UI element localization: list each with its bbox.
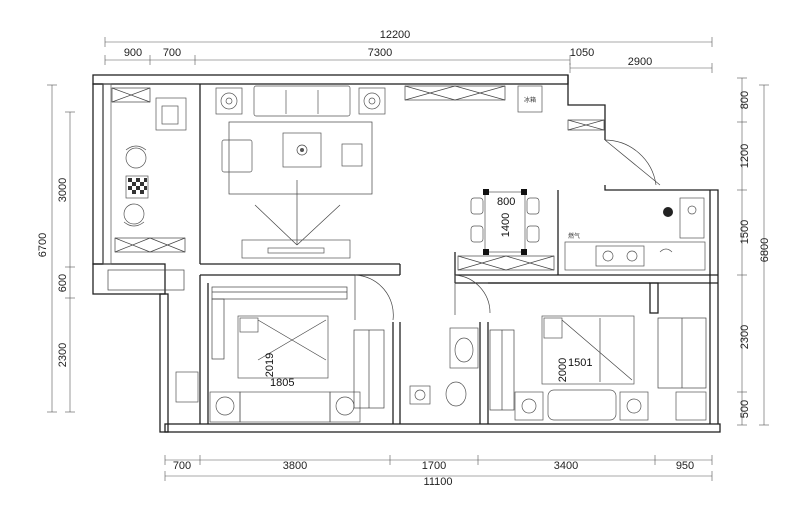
coffee-table bbox=[282, 132, 322, 168]
flower-icon bbox=[296, 144, 308, 156]
study-room bbox=[102, 83, 187, 265]
left-dimensions: 6700 3000 600 2300 bbox=[37, 84, 75, 413]
outer-walls bbox=[92, 74, 721, 433]
chess-board-icon bbox=[128, 178, 147, 194]
sink bbox=[679, 197, 705, 239]
toilet bbox=[445, 381, 467, 407]
dim-right-2: 1500 bbox=[739, 220, 751, 244]
right-dimensions: 800 1200 1500 2300 500 6800 bbox=[737, 77, 771, 426]
dim-bottom-1: 3800 bbox=[283, 460, 307, 472]
dim-right-4: 500 bbox=[739, 400, 751, 418]
dim-right-0: 800 bbox=[739, 91, 751, 109]
gas-stove bbox=[595, 245, 645, 267]
dim-top-0: 900 bbox=[124, 47, 142, 59]
bottom-dimensions: 700 3800 1700 3400 950 11100 bbox=[164, 455, 713, 488]
dining-length-label: 1400 bbox=[500, 213, 512, 237]
second-bed-width-label: 1501 bbox=[568, 357, 592, 369]
dining-area: 800 1400 bbox=[470, 189, 540, 255]
master-bedroom: 2019 1805 bbox=[175, 274, 394, 423]
second-bed-length-label: 2000 bbox=[557, 358, 569, 382]
dim-left-1: 600 bbox=[57, 274, 69, 292]
bathroom bbox=[409, 274, 491, 407]
second-bed bbox=[541, 315, 635, 385]
dim-bottom-total: 11100 bbox=[424, 476, 453, 488]
rug bbox=[228, 121, 373, 195]
dim-right-outer: 6800 bbox=[759, 238, 771, 262]
fridge-label: 冰箱 bbox=[524, 96, 536, 104]
bath-basin bbox=[449, 327, 479, 369]
kitchen: 燃气 bbox=[564, 197, 706, 271]
master-bed bbox=[237, 315, 329, 379]
dim-left-0: 3000 bbox=[57, 178, 69, 202]
dim-left-2: 2300 bbox=[57, 343, 69, 367]
dining-width-label: 800 bbox=[497, 196, 515, 208]
dim-top-3: 1050 bbox=[570, 47, 594, 59]
dim-left-outer: 6700 bbox=[37, 233, 49, 257]
dim-bottom-4: 950 bbox=[676, 460, 694, 472]
dim-bottom-0: 700 bbox=[173, 460, 191, 472]
dim-right-1: 1200 bbox=[739, 144, 751, 168]
gas-label: 燃气 bbox=[568, 232, 580, 240]
dim-top-total: 12200 bbox=[380, 29, 411, 41]
sofa bbox=[253, 85, 351, 117]
second-bedroom: 2000 1501 bbox=[489, 315, 707, 421]
dim-top-extra: 2900 bbox=[628, 56, 652, 68]
top-dimensions: 12200 900 700 7300 1050 2900 bbox=[104, 29, 713, 73]
dim-right-3: 2300 bbox=[739, 325, 751, 349]
master-bed-width-label: 1805 bbox=[270, 377, 294, 389]
dim-top-1: 700 bbox=[163, 47, 181, 59]
living-room: 冰箱 bbox=[215, 85, 661, 259]
dim-top-2: 7300 bbox=[368, 47, 392, 59]
master-bed-length-label: 2019 bbox=[264, 353, 276, 377]
dim-bottom-2: 1700 bbox=[422, 460, 446, 472]
dim-bottom-3: 3400 bbox=[554, 460, 578, 472]
windows bbox=[107, 85, 605, 291]
tv-cabinet bbox=[241, 239, 351, 259]
